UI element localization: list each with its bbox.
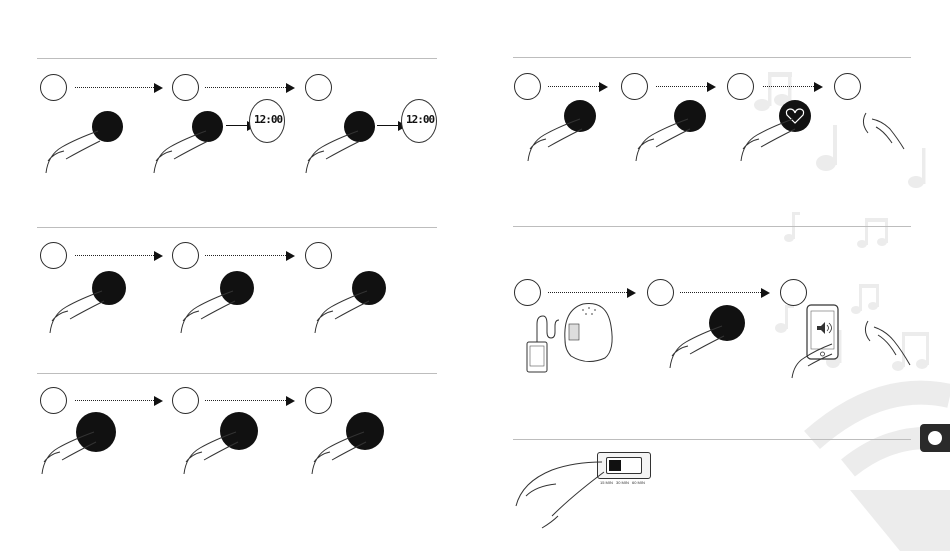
ear-hand-icon <box>858 103 908 153</box>
step-circle <box>40 242 67 269</box>
badge-dot-icon <box>928 431 942 445</box>
step-circle <box>40 387 67 414</box>
section-divider <box>513 439 911 440</box>
step-circle <box>305 242 332 269</box>
timer-option-label: 30 MIN <box>616 480 629 485</box>
step-circle <box>727 73 754 100</box>
pointing-hand-icon <box>512 456 612 531</box>
step-arrow <box>75 83 163 93</box>
step-circle <box>305 74 332 101</box>
pointing-hand-icon <box>300 127 370 177</box>
step-circle <box>647 279 674 306</box>
step-circle <box>780 279 807 306</box>
pointing-hand-icon <box>36 428 106 478</box>
timer-option-label: 60 MIN <box>632 480 645 485</box>
pointing-hand-icon <box>306 428 376 478</box>
pointing-hand-icon <box>40 127 110 177</box>
step-arrow <box>205 83 295 93</box>
pointing-hand-icon <box>44 287 114 337</box>
clock-time: 12:00 <box>406 113 432 126</box>
step-arrow <box>548 82 608 92</box>
pointing-hand-icon <box>630 115 700 165</box>
section-divider <box>513 226 911 227</box>
clock-display: 12:00 <box>401 99 437 143</box>
pointing-hand-icon <box>178 428 248 478</box>
pointing-hand-icon <box>522 115 592 165</box>
step-circle <box>834 73 861 100</box>
step-arrow <box>680 288 770 298</box>
pointing-hand-icon <box>175 287 245 337</box>
pointing-hand-icon <box>148 127 218 177</box>
pointing-hand-icon <box>788 340 838 380</box>
section-divider <box>37 227 437 228</box>
pointing-hand-icon <box>309 287 379 337</box>
step-circle <box>305 387 332 414</box>
section-divider <box>513 57 911 58</box>
step-arrow <box>205 396 295 406</box>
ear-hand-icon <box>860 315 920 370</box>
page-tab-badge <box>920 424 950 452</box>
step-circle <box>172 74 199 101</box>
step-circle <box>172 242 199 269</box>
step-circle <box>172 387 199 414</box>
section-divider <box>37 58 437 59</box>
step-arrow <box>75 396 163 406</box>
step-circle <box>514 73 541 100</box>
clock-time: 12:00 <box>254 113 280 126</box>
phone-cable-device-illustration <box>523 296 623 376</box>
step-arrow <box>656 82 716 92</box>
clock-display: 12:00 <box>249 99 285 143</box>
step-arrow <box>205 251 295 261</box>
step-arrow <box>75 251 163 261</box>
pointing-hand-icon <box>664 322 734 372</box>
step-arrow <box>763 82 823 92</box>
step-circle <box>621 73 648 100</box>
section-divider <box>37 373 437 374</box>
pointing-hand-icon <box>735 115 805 165</box>
step-circle <box>40 74 67 101</box>
